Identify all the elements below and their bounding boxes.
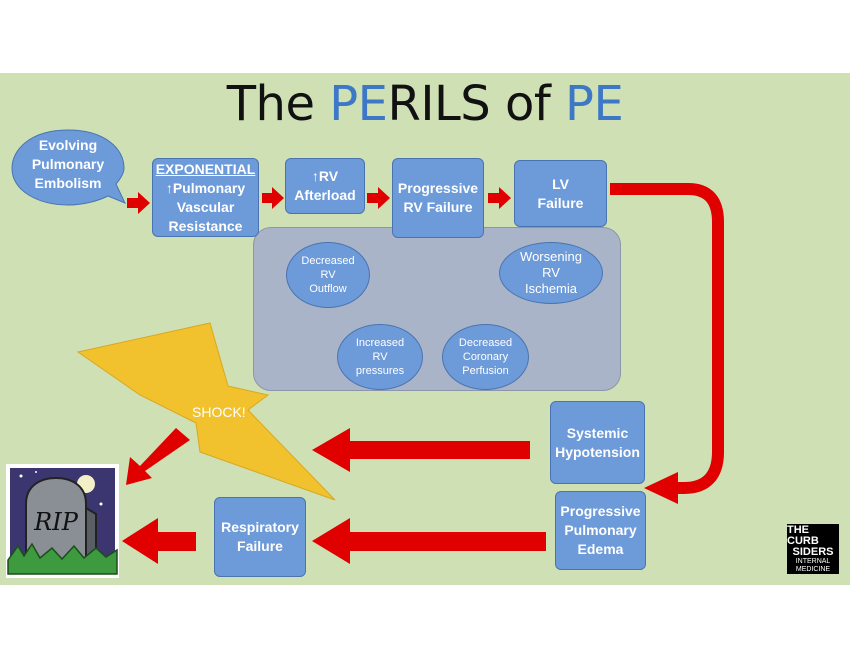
- shock-label: SHOCK!: [192, 404, 246, 420]
- arrow-afterload-to-rvfailure: [367, 187, 390, 209]
- arrow-shock-to-rip: [126, 428, 190, 485]
- title-highlight-1: PE: [329, 76, 388, 132]
- shock-lightning-bolt: [76, 322, 336, 501]
- arrow-evolving-to-pvr: [127, 192, 150, 214]
- arrow-respiratory-to-rip: [122, 518, 196, 564]
- speech-bubble-shape: [11, 129, 127, 206]
- rip-tombstone-illustration: RIP: [6, 464, 119, 578]
- curbsiders-logo: THE CURB SIDERS INTERNAL MEDICINE: [787, 524, 839, 574]
- arrow-hypotension-left: [312, 428, 530, 472]
- arrow-lv-to-edema: [610, 183, 724, 494]
- rip-text: RIP: [33, 508, 79, 536]
- arrow-pvr-to-afterload: [262, 187, 284, 209]
- title-highlight-2: PE: [565, 76, 624, 132]
- arrow-edema-to-respiratory: [312, 518, 546, 564]
- slide-title: The PERILS of PE: [226, 76, 624, 132]
- arrow-rvfailure-to-lvfailure: [488, 187, 511, 209]
